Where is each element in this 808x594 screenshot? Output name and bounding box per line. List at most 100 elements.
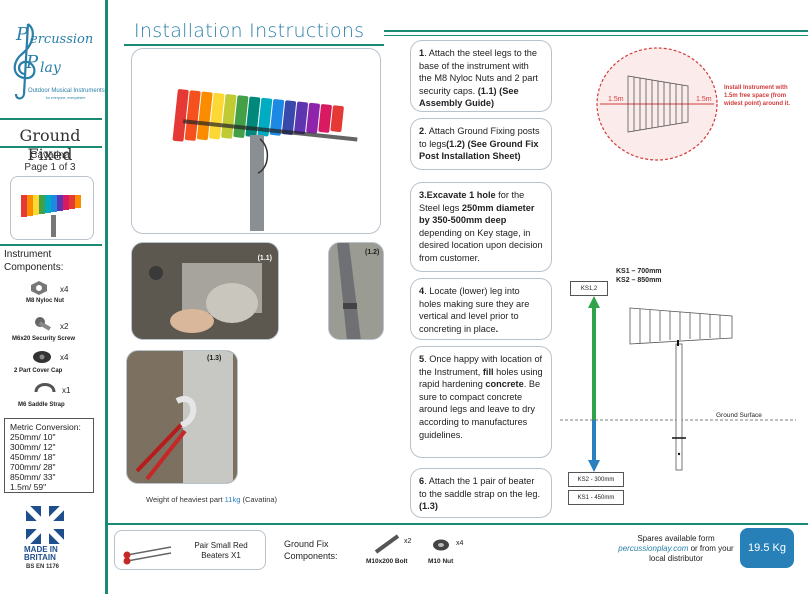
total-weight-badge: 19.5 Kg <box>740 528 794 568</box>
photo-label: (1.2) <box>365 249 380 256</box>
header-rule-top <box>384 30 808 32</box>
step-reference: (1.3) <box>419 501 438 512</box>
photo-step-1-3: (1.3) <box>126 350 238 484</box>
step-text: . Once happy with location of the Instru… <box>419 354 543 377</box>
nut-count: x4 <box>456 540 464 547</box>
beaters-box: Pair Small Red Beaters X1 <box>114 530 266 570</box>
step-text: . Attach the steel legs to the base of t… <box>419 48 538 96</box>
cap-icon <box>33 351 51 363</box>
bolt-count: x2 <box>404 538 412 545</box>
clearance-note: Install Instrument with 1.5m free space … <box>724 85 790 107</box>
spares-site-link[interactable]: percussionplay.com <box>618 544 689 553</box>
step-emphasis: fill <box>482 366 494 377</box>
step-3: 3.Excavate 1 hole for the Steel legs 250… <box>410 182 552 272</box>
component-label: M8 Nyloc Nut <box>26 298 65 304</box>
clearance-left: 1.5m <box>608 96 624 103</box>
green-arrow-head <box>588 296 600 308</box>
strap-icon <box>34 383 56 393</box>
logo-word-lay: lay <box>40 60 61 76</box>
bolt-label: M10x200 Bolt <box>366 558 408 565</box>
step-text: for the Steel legs <box>419 190 525 213</box>
sidebar-divider <box>0 118 102 120</box>
weight-caption-prefix: Weight of heaviest part <box>146 495 225 504</box>
metric-heading: Metric Conversion: <box>10 422 81 432</box>
spares-line1: Spares available form <box>637 534 715 543</box>
step-reference: (1.2) (See Ground Fix Post Installation … <box>419 138 539 162</box>
ground-surface-label: Ground Surface <box>716 412 762 419</box>
depth-diagram <box>560 296 796 472</box>
step-2: 2. Attach Ground Fixing posts to legs(1.… <box>410 118 552 170</box>
step-number: 2 <box>419 126 425 136</box>
metric-row: 1.5m/ 59" <box>10 482 47 492</box>
ground-fix-heading: Ground Fix Components: <box>284 539 338 561</box>
nut-icon <box>31 281 47 295</box>
step-6: 6. Attach the 1 pair of beater to the sa… <box>410 468 552 518</box>
ground-post-photo-icon <box>329 243 383 339</box>
metric-conversion-box: Metric Conversion: 250mm/ 10" 300mm/ 12"… <box>4 418 94 493</box>
spares-line3: local distributor <box>649 554 703 563</box>
component-label: M6x20 Security Screw <box>12 336 76 342</box>
step-text: depending on Key stage, in desired locat… <box>419 227 543 263</box>
step-text: holes using rapid hardening <box>419 366 543 390</box>
m10-nut-icon <box>433 539 449 551</box>
step-number: 3 <box>419 190 425 200</box>
photo-label: (1.3) <box>207 355 222 362</box>
logo-tagline: Outdoor Musical Instruments <box>28 88 105 94</box>
page-label: Page 1 of 3 <box>24 162 76 173</box>
britain-label: BRITAIN <box>24 553 56 562</box>
metric-row: 700mm/ 28" <box>10 462 56 472</box>
spares-info: Spares available form percussionplay.com… <box>618 534 734 564</box>
header-rule <box>124 44 384 46</box>
page-title: Installation Instructions <box>134 20 365 42</box>
metric-row: 300mm/ 12" <box>10 442 56 452</box>
sidebar-section-title: Ground Fixed <box>19 126 81 164</box>
union-flag-icon <box>26 506 64 544</box>
xylophone-photo-icon <box>172 89 358 231</box>
weight-caption-value: 11kg <box>224 495 241 504</box>
step-text: . Attach Ground Fixing posts to legs <box>419 126 540 149</box>
step-number: 1 <box>419 48 425 58</box>
component-label: M6 Saddle Strap <box>18 402 65 408</box>
left-sidebar: P ercussion P lay Outdoor Musical Instru… <box>0 0 108 594</box>
saddle-strap-photo-icon <box>127 351 237 483</box>
logo-tagline-small: for everyone, everywhere <box>46 96 86 100</box>
photo-step-1-1: (1.1) <box>131 242 279 340</box>
sidebar-divider <box>0 146 102 148</box>
step-reference: (1.1) (See Assembly Guide) <box>419 85 519 109</box>
step-emphasis: 250mm diameter by 350-500mm deep <box>419 202 535 226</box>
step-number: 5 <box>419 354 425 364</box>
clearance-right: 1.5m <box>696 96 712 103</box>
ks2-total: KS2 – 850mm <box>616 277 662 284</box>
weight-caption-suffix: (Cavatina) <box>240 495 278 504</box>
step-4: 4. Locate (lower) leg into holes making … <box>410 278 552 340</box>
ks1-depth-tag: KS1 - 450mm <box>568 490 624 505</box>
logo-word-ercussion: ercussion <box>30 32 94 47</box>
blue-arrow-shaft <box>592 420 596 460</box>
step-5: 5. Once happy with location of the Instr… <box>410 346 552 458</box>
step-emphasis: .Excavate 1 hole <box>424 190 496 200</box>
clearance-diagram <box>596 47 718 161</box>
main-product-photo <box>131 48 381 234</box>
standard-label: BS EN 1176 <box>26 564 60 570</box>
step-number: 4 <box>419 286 425 296</box>
step-text: . Locate (lower) leg into holes making s… <box>419 286 530 334</box>
component-count: x2 <box>60 322 69 331</box>
components-heading: Instrument Components: <box>4 249 64 273</box>
beaters-label: Pair Small Red Beaters X1 <box>194 541 248 560</box>
nut-label: M10 Nut <box>428 558 454 565</box>
step-1: 1. Attach the steel legs to the base of … <box>410 40 552 112</box>
sidebar-divider <box>0 244 102 246</box>
step-emphasis: . <box>495 323 499 334</box>
product-name: Cavatina <box>30 150 70 161</box>
xylophone-thumbnail-icon <box>21 195 81 237</box>
bolt-icon <box>374 534 400 554</box>
step-text: . Attach the 1 pair of beater to the sad… <box>419 476 541 499</box>
metric-row: 850mm/ 33" <box>10 472 56 482</box>
logo-initial-p2: P <box>26 52 39 73</box>
upper-tag: KS1,2 <box>570 281 608 296</box>
beater-icon <box>123 546 172 565</box>
header-rule-thin <box>384 35 808 36</box>
step-emphasis: concrete <box>485 379 524 390</box>
product-thumbnail <box>10 176 94 240</box>
component-count: x1 <box>62 386 71 395</box>
